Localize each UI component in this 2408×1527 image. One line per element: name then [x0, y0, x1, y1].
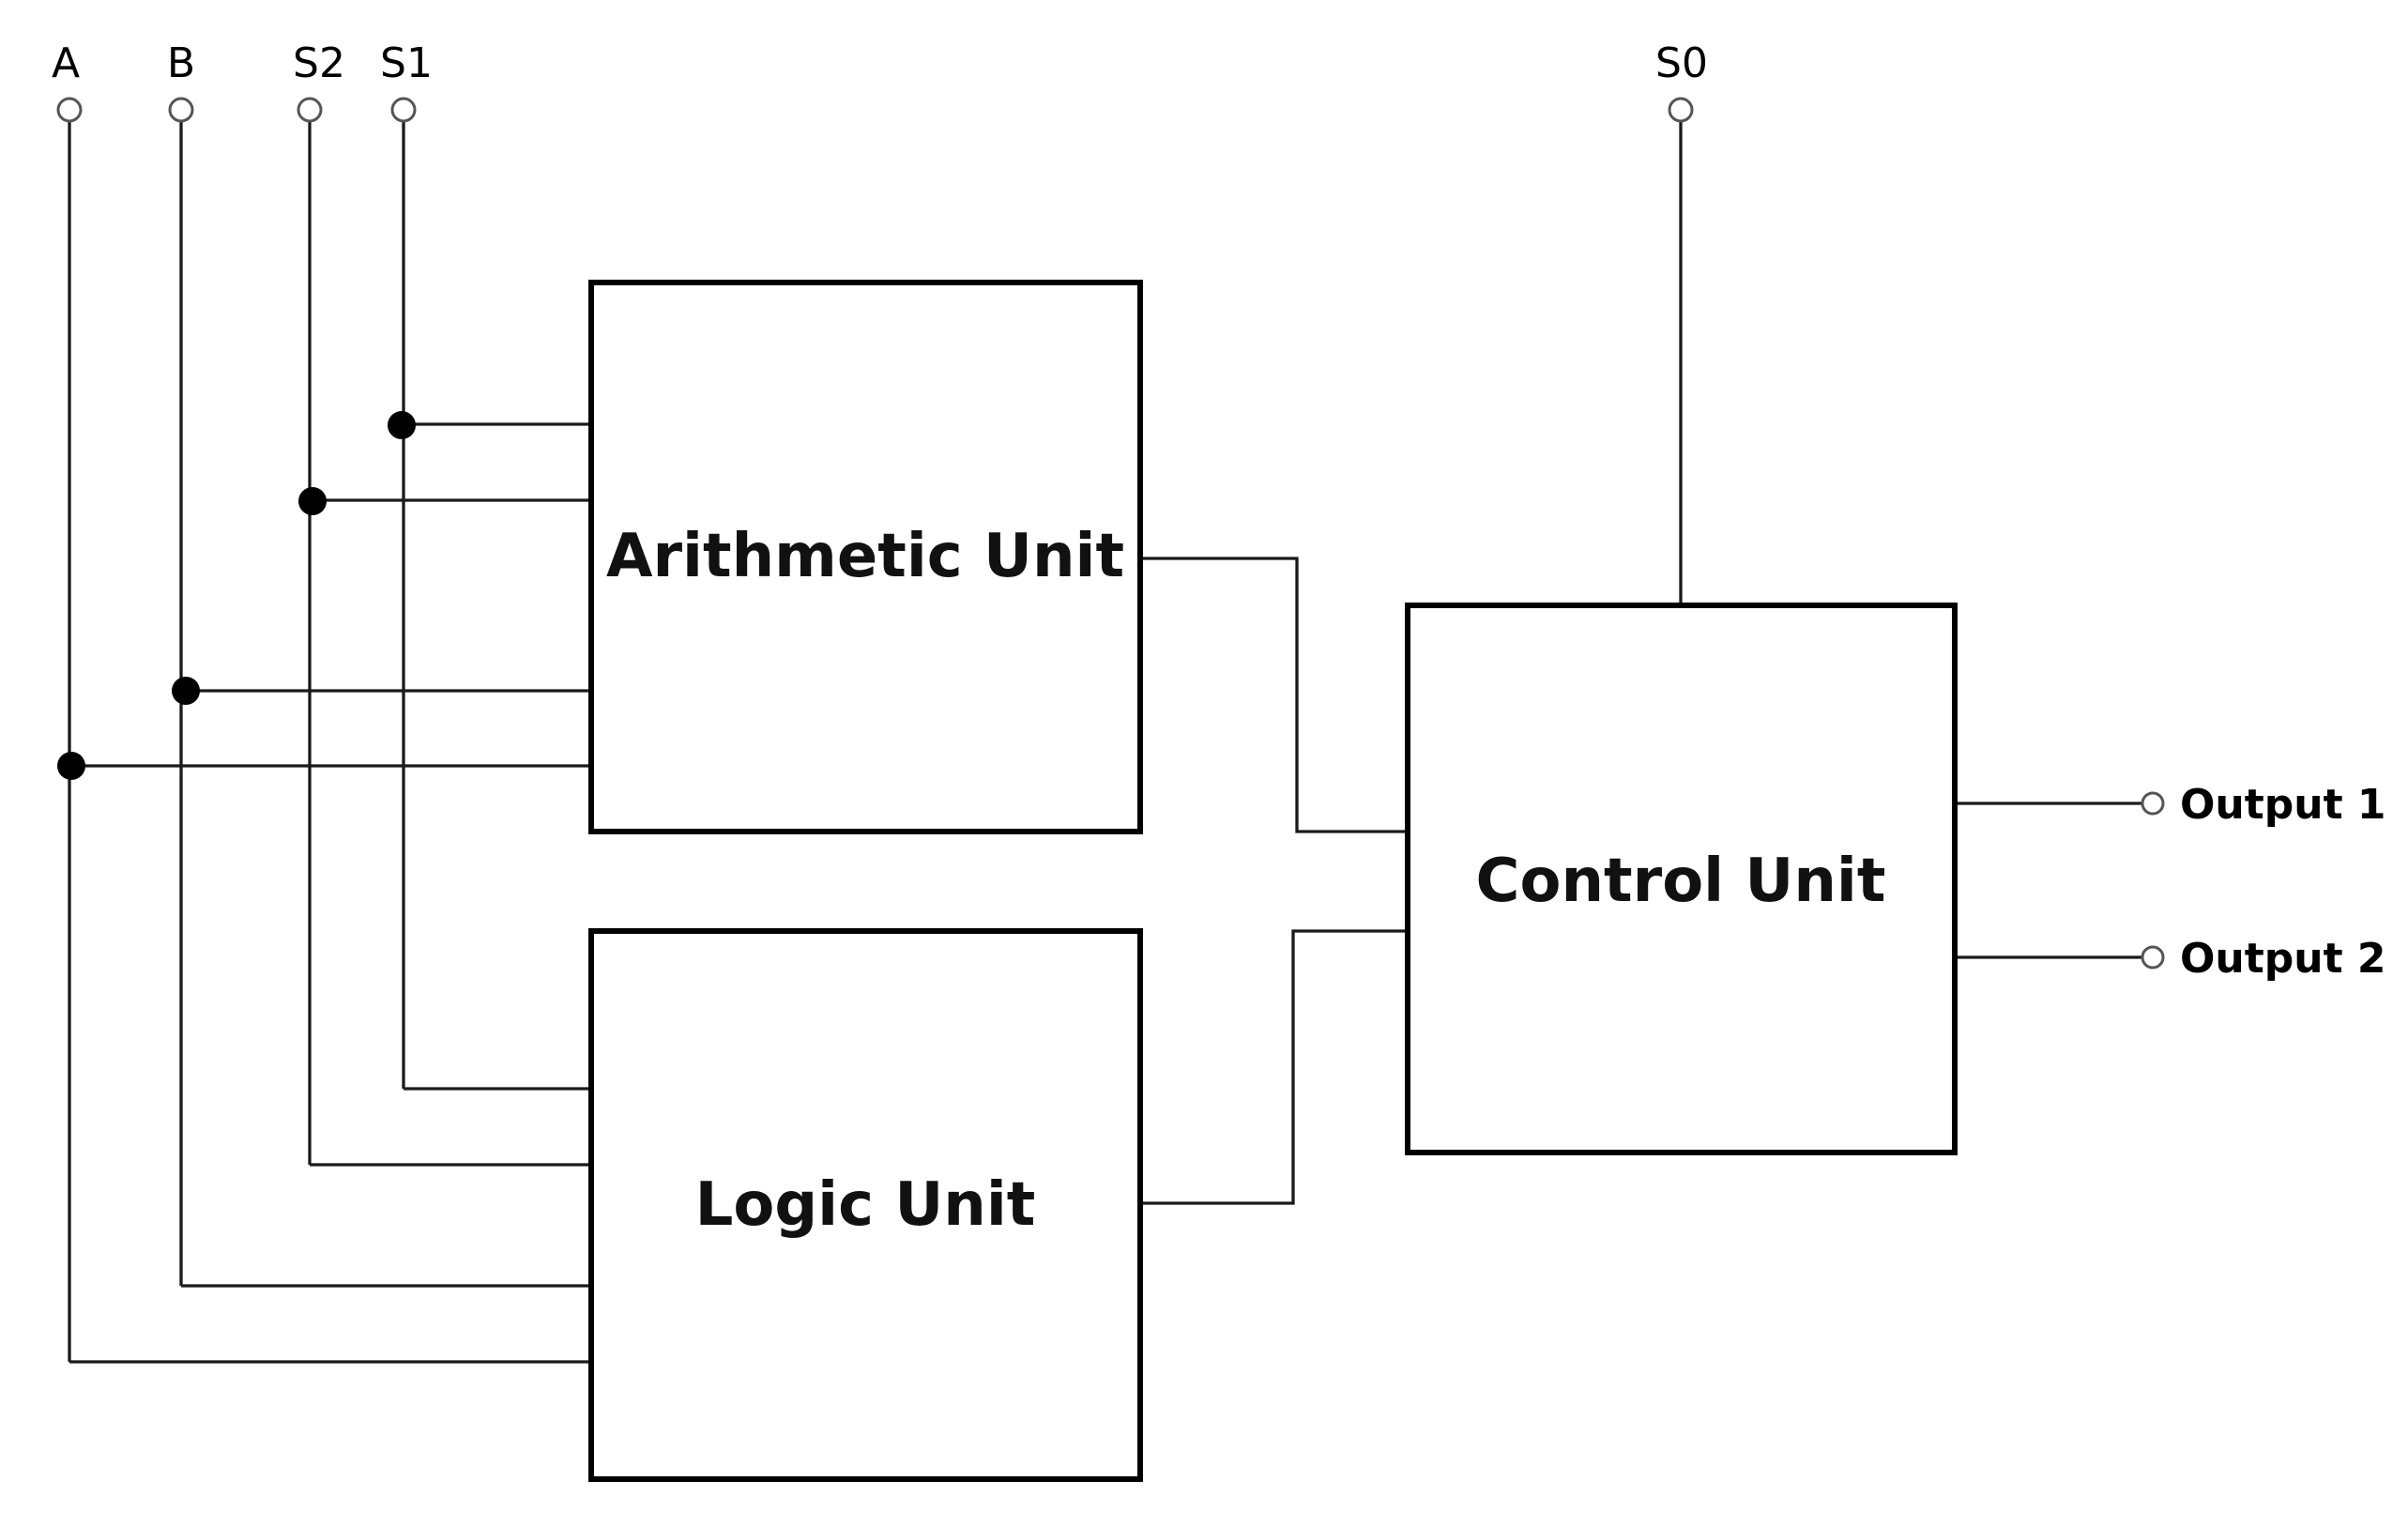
- junction-s2: [298, 487, 327, 515]
- input-s2-label: S2: [293, 39, 345, 87]
- arithmetic-unit-label: Arithmetic Unit: [606, 522, 1124, 591]
- input-a-label: A: [52, 39, 80, 87]
- input-s2-terminal: [297, 97, 323, 123]
- control-unit-label: Control Unit: [1476, 847, 1886, 916]
- junction-a: [57, 752, 85, 780]
- input-s0-label: S0: [1655, 39, 1708, 87]
- output-2-terminal: [2141, 945, 2165, 970]
- input-b-terminal: [168, 97, 194, 123]
- input-b-label: B: [167, 39, 195, 87]
- wire-logic-to-control: [1140, 929, 1408, 1205]
- input-s1-label: S1: [380, 39, 433, 87]
- input-s0-terminal: [1668, 97, 1694, 123]
- logic-unit-box: [588, 928, 1143, 1482]
- input-s1-terminal: [390, 97, 417, 123]
- arithmetic-unit-box: [588, 280, 1143, 834]
- junction-b: [172, 677, 200, 705]
- output-1-label: Output 1: [2180, 781, 2386, 829]
- output-2-label: Output 2: [2180, 935, 2386, 983]
- wire-arithmetic-to-control: [1140, 557, 1408, 833]
- control-unit-box: [1405, 603, 1958, 1155]
- junction-s1: [388, 411, 416, 439]
- output-1-terminal: [2141, 791, 2165, 816]
- logic-unit-label: Logic Unit: [695, 1170, 1036, 1240]
- input-a-terminal: [56, 97, 83, 123]
